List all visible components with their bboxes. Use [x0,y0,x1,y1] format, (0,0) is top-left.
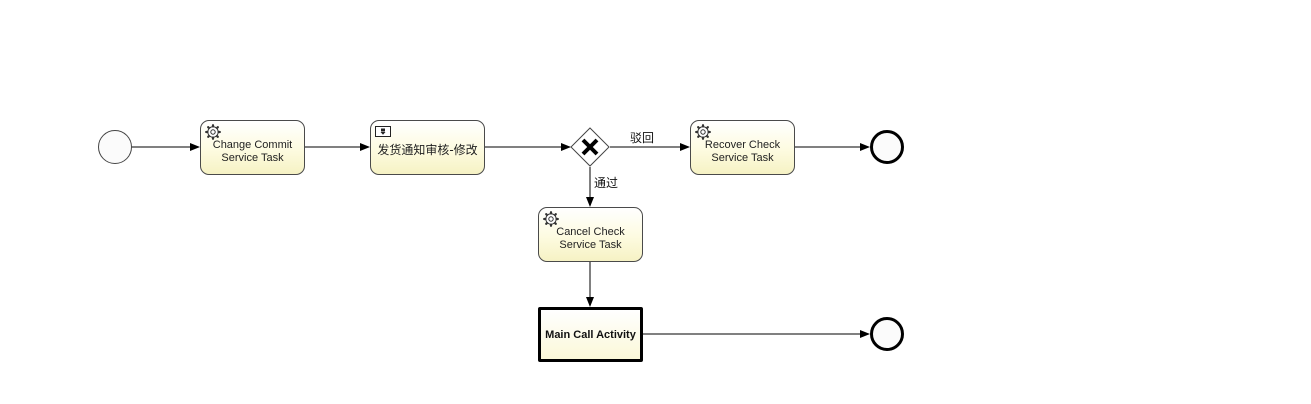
task-label-line1: Recover Check [704,139,781,151]
call-activity-label: Main Call Activity [545,328,636,341]
end-event-top[interactable] [870,130,904,164]
exclusive-gateway-x-icon [581,138,599,156]
task-label-line2: Service Task [559,239,622,251]
task-label-line1: Cancel Check [556,226,625,238]
flow-label-pass: 通过 [594,176,619,190]
end-event-bottom[interactable] [870,317,904,351]
user-task-icon [375,126,391,137]
shipment-notice-review-task[interactable]: 发货通知审核-修改 [370,120,485,175]
task-label: 发货通知审核-修改 [377,143,478,157]
exclusive-gateway[interactable] [570,127,610,167]
cancel-check-service-task[interactable]: Cancel Check Service Task [538,207,643,262]
main-call-activity[interactable]: Main Call Activity [538,307,643,362]
task-label-line1: Change Commit [212,139,293,151]
task-label-line2: Service Task [221,152,284,164]
task-label-line2: Service Task [711,152,774,164]
flow-label-reject: 驳回 [630,131,655,145]
gear-icon [205,124,221,140]
gear-icon [543,211,559,227]
start-event[interactable] [98,130,132,164]
gear-icon [695,124,711,140]
recover-check-service-task[interactable]: Recover Check Service Task [690,120,795,175]
change-commit-service-task[interactable]: Change Commit Service Task [200,120,305,175]
